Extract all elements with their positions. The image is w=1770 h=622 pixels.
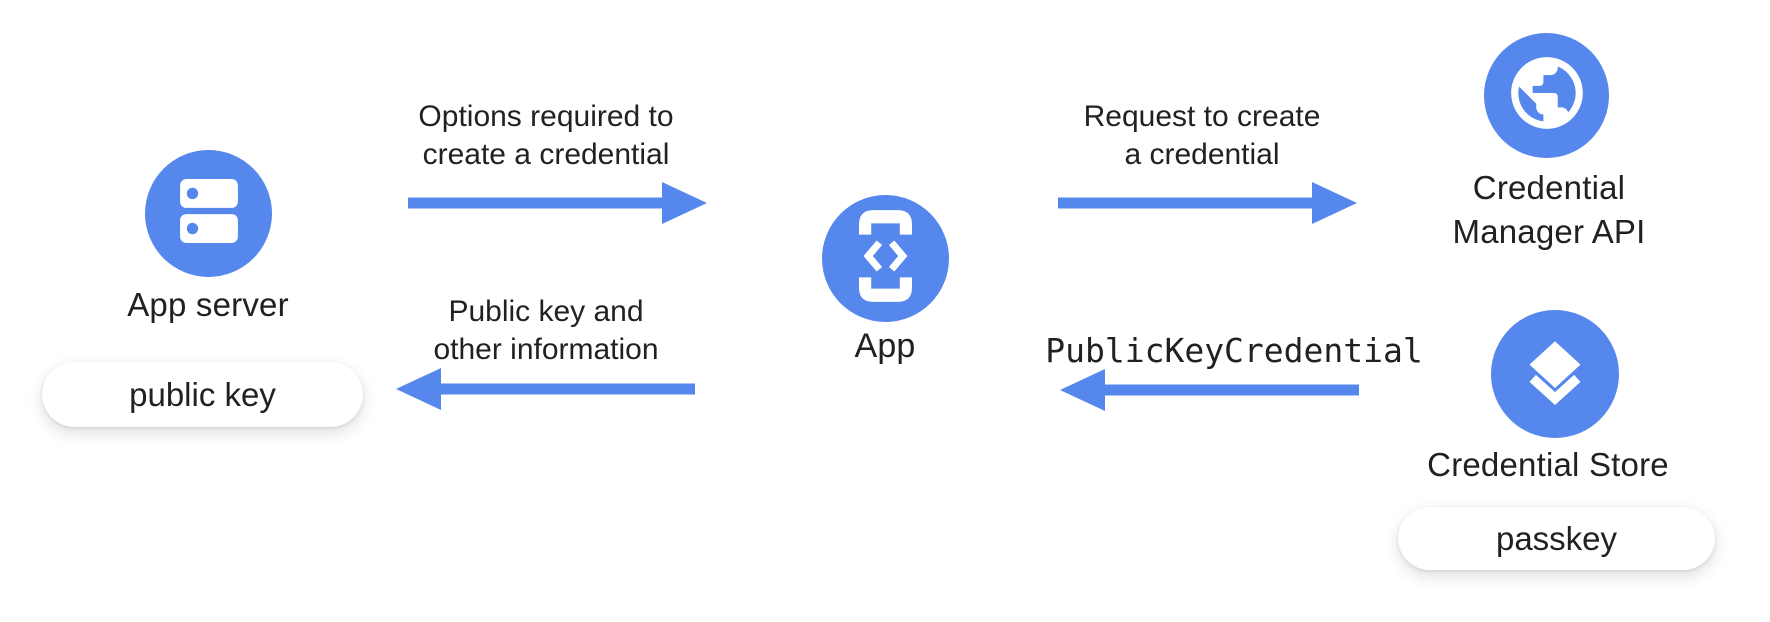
credential-store-label: Credential Store <box>1427 446 1669 483</box>
arrow-label-publickeycredential: PublicKeyCredential <box>1034 332 1434 370</box>
app-label: App <box>854 327 916 365</box>
credential-manager-label-line2: Manager API <box>1452 213 1646 250</box>
arrow-label-options-line1: Options required to <box>418 100 674 133</box>
app-node <box>822 195 949 322</box>
passkey-badge-label: passkey <box>1495 519 1618 557</box>
arrow-left-publickeycredential <box>1060 369 1359 411</box>
credential-manager-label: Credential Manager API <box>1399 166 1699 254</box>
arrow-label-request-line1: Request to create <box>1083 100 1321 133</box>
arrow-right-options <box>408 182 707 224</box>
arrow-label-public-key: Public key and other information <box>396 293 696 369</box>
public-key-badge-label: public key <box>129 375 276 413</box>
arrow-label-public-key-line1: Public key and <box>448 295 644 328</box>
layers-icon <box>1521 338 1589 411</box>
phone-code-icon <box>859 210 912 307</box>
arrow-label-request: Request to create a credential <box>1052 98 1352 174</box>
passkey-badge: passkey <box>1398 507 1715 570</box>
arrow-label-public-key-line2: other information <box>433 333 659 366</box>
globe-icon <box>1504 50 1590 141</box>
arrow-label-options-line2: create a credential <box>422 138 670 171</box>
arrow-label-request-line2: a credential <box>1124 138 1280 171</box>
credential-manager-node <box>1484 33 1609 158</box>
arrow-left-public-key <box>396 368 695 410</box>
credential-manager-label-line1: Credential <box>1472 169 1626 206</box>
server-icon <box>179 179 238 248</box>
public-key-badge: public key <box>42 362 363 427</box>
app-server-label: App server <box>127 286 289 323</box>
app-server-node <box>145 150 272 277</box>
arrow-label-options: Options required to create a credential <box>396 98 696 174</box>
arrow-label-publickeycredential-line1: PublicKeyCredential <box>1045 331 1423 370</box>
arrow-right-request <box>1058 182 1357 224</box>
credential-store-node <box>1491 310 1619 438</box>
